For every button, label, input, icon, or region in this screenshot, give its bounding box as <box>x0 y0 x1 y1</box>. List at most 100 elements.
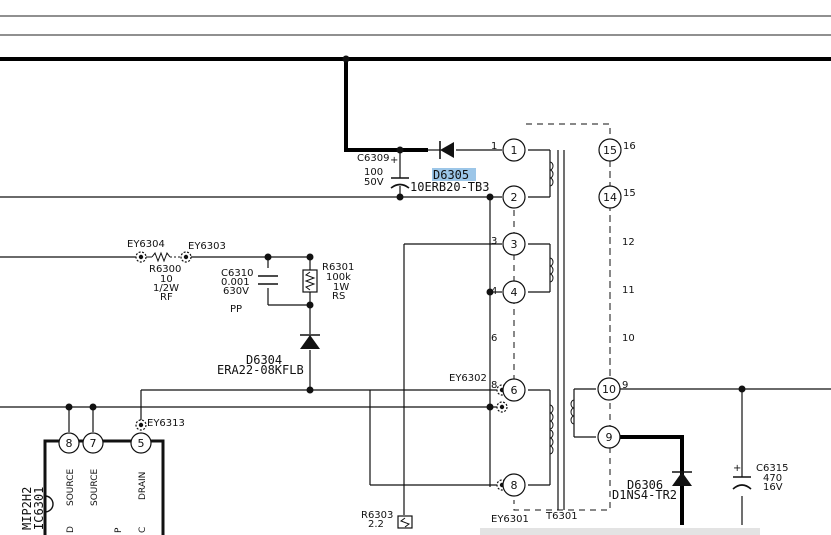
c6309-value: 100 <box>364 167 383 178</box>
diode-d6306 <box>672 471 692 486</box>
transformer-pin-3: 3 <box>502 232 526 256</box>
r6303-ref: R6303 <box>361 510 393 521</box>
d6304-part: ERA22-08KFLB <box>217 363 304 377</box>
ey6304-label: EY6304 <box>127 239 165 250</box>
side-num-1: 1 <box>491 141 497 152</box>
svg-text:1: 1 <box>511 144 518 157</box>
ic-pin-7: 7 <box>82 432 104 454</box>
r6301-type: RS <box>332 291 345 302</box>
ic-clipped-d: D <box>66 526 76 533</box>
bottom-scroll-strip <box>480 528 760 535</box>
ic-clipped-p: P <box>114 527 124 533</box>
junction-dots <box>65 55 746 411</box>
c6309-plus: + <box>390 155 398 166</box>
d6306-part: D1NS4-TR2 <box>612 488 677 502</box>
capacitor-c6309 <box>390 177 410 189</box>
side-num-12: 12 <box>622 237 635 248</box>
side-num-11: 11 <box>622 285 635 296</box>
svg-text:2: 2 <box>511 191 518 204</box>
c6309-voltage: 50V <box>364 177 384 188</box>
transformer-pin-2: 2 <box>502 185 526 209</box>
c6315-voltage: 16V <box>763 482 783 493</box>
ey6303-label: EY6303 <box>188 241 226 252</box>
d6305-ref: D6305 <box>433 168 469 182</box>
side-num-9: 9 <box>622 380 628 391</box>
svg-text:3: 3 <box>511 238 518 251</box>
border-lines <box>0 15 831 36</box>
d6305-highlight <box>432 168 476 181</box>
wires <box>0 149 831 525</box>
resistor-r6300 <box>146 251 181 263</box>
side-num-15: 15 <box>623 188 636 199</box>
d6305-part: 10ERB20-TB3 <box>410 180 489 194</box>
c6315-value: 470 <box>763 473 782 484</box>
side-num-4: 4 <box>491 286 497 297</box>
r6300-watt: 1/2W <box>153 283 179 294</box>
r6300-value: 10 <box>160 274 173 285</box>
ic6301-ref: IC6301 <box>32 487 46 530</box>
eyelet-ey6313 <box>135 419 147 431</box>
r6301-value: 100k <box>326 272 351 283</box>
eyelet-ey6302b <box>496 401 508 413</box>
svg-text:8: 8 <box>66 437 73 450</box>
transformer-pin-6: 6 <box>502 378 526 402</box>
resistor-r6303 <box>397 515 413 529</box>
svg-text:9: 9 <box>606 431 613 444</box>
d6304-ref: D6304 <box>246 353 282 367</box>
ey6301-label: EY6301 <box>491 514 529 525</box>
side-num-6: 6 <box>491 333 497 344</box>
resistor-r6301 <box>302 269 318 293</box>
c6310-voltage: 630V <box>223 286 249 297</box>
c6310-type: PP <box>230 304 242 315</box>
ey6302-label: EY6302 <box>449 373 487 384</box>
transformer-pin-14: 14 <box>598 185 622 209</box>
c6310-value: 0.001 <box>221 277 250 288</box>
side-num-8: 8 <box>491 380 497 391</box>
main-rail <box>0 57 831 525</box>
transformer-pin-1: 1 <box>502 138 526 162</box>
c6315-ref: C6315 <box>756 463 788 474</box>
svg-text:10: 10 <box>602 383 616 396</box>
c6315-plus: + <box>733 463 741 474</box>
ic-pin-5-label: DRAIN <box>138 472 148 500</box>
capacitor-c6310 <box>258 275 278 285</box>
diode-d6304 <box>300 334 320 349</box>
c6310-ref: C6310 <box>221 268 253 279</box>
transformer-t6301 <box>513 123 611 511</box>
ic-clipped-c: C <box>138 527 148 533</box>
transformer-pin-15: 15 <box>598 138 622 162</box>
r6300-type: RF <box>160 292 173 303</box>
side-num-3: 3 <box>491 236 497 247</box>
r6301-ref: R6301 <box>322 262 354 273</box>
ic-pin-5: 5 <box>130 432 152 454</box>
svg-text:15: 15 <box>603 144 617 157</box>
capacitor-c6315 <box>732 460 752 490</box>
r6300-ref: R6300 <box>149 264 181 275</box>
eyelet-ey6303 <box>180 251 192 263</box>
svg-text:7: 7 <box>90 437 97 450</box>
svg-text:6: 6 <box>511 384 518 397</box>
r6301-watt: 1W <box>333 282 349 293</box>
ic6301-part: MIP2H2 <box>20 487 34 530</box>
svg-text:8: 8 <box>511 479 518 492</box>
transformer-pin-8: 8 <box>502 473 526 497</box>
eyelet-ey6304 <box>135 251 147 263</box>
r6303-value: 2.2 <box>368 519 384 530</box>
svg-text:5: 5 <box>138 437 145 450</box>
transformer-pin-9: 9 <box>597 425 621 449</box>
diode-d6305 <box>428 141 454 159</box>
svg-text:4: 4 <box>511 286 518 299</box>
t6301-label: T6301 <box>545 511 578 522</box>
ic-pin-8-label: SOURCE <box>66 469 76 506</box>
ic6301-body <box>43 439 165 535</box>
c6309-ref: C6309 <box>357 153 389 164</box>
ic-pin-7-label: SOURCE <box>90 469 100 506</box>
transformer-pin-10: 10 <box>597 377 621 401</box>
d6306-ref: D6306 <box>627 478 663 492</box>
svg-text:14: 14 <box>603 191 617 204</box>
side-num-10: 10 <box>622 333 635 344</box>
transformer-pin-4: 4 <box>502 280 526 304</box>
side-num-16: 16 <box>623 141 636 152</box>
ey6313-label: EY6313 <box>147 418 185 429</box>
